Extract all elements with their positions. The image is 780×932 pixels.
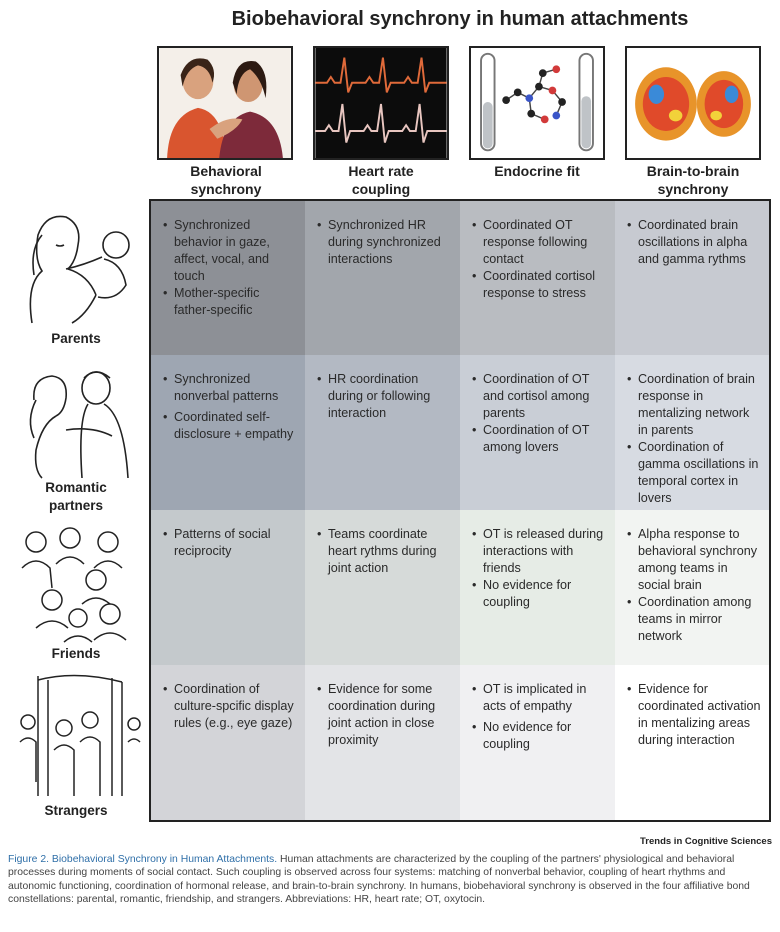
bullet-item: HR coordination during or following inte… [317, 371, 452, 422]
cell-strangers-behavioral: Coordination of culture-spcific display … [151, 665, 305, 820]
bullet-item: Mother-specific father-specific [163, 285, 297, 319]
bullet-item: Patterns of social reciprocity [163, 526, 297, 560]
bullet-item: Coordinated OT response following contac… [472, 217, 607, 268]
bullet-list: Alpha response to behavioral synchrony a… [627, 526, 761, 645]
column-header-endocrine: Endocrine fit [459, 162, 615, 180]
hormone-tubes-illustration [469, 46, 605, 160]
bullet-item: Coordination of OT and cortisol among pa… [472, 371, 607, 422]
cell-friends-behavioral: Patterns of social reciprocity [151, 510, 305, 665]
bullet-item: Coordinated brain oscillations in alpha … [627, 217, 761, 268]
bullet-list: Evidence for some coordination during jo… [317, 681, 452, 749]
row-label-friends: Friends [6, 645, 146, 663]
row-label-line: Romantic [45, 480, 107, 495]
bullet-item: OT is released during interactions with … [472, 526, 607, 577]
bullet-item: Coordinated self-disclosure + empathy [163, 409, 297, 443]
column-header-line: Heart rate [348, 163, 414, 179]
synchrony-table: Synchronized behavior in gaze, affect, v… [149, 199, 771, 822]
bullet-list: Coordinated brain oscillations in alpha … [627, 217, 761, 268]
bullet-item: Evidence for coordinated activation in m… [627, 681, 761, 749]
bullet-list: OT is released during interactions with … [472, 526, 607, 611]
bullet-list: Synchronized nonverbal patternsCoordinat… [163, 371, 297, 443]
bullet-item: Alpha response to behavioral synchrony a… [627, 526, 761, 594]
parent-baby-illustration [12, 205, 142, 325]
cell-friends-heart-rate: Teams coordinate heart rythms during joi… [305, 510, 460, 665]
column-header-line: Behavioral [190, 163, 262, 179]
column-header-line: Endocrine fit [494, 163, 580, 179]
bullet-list: HR coordination during or following inte… [317, 371, 452, 422]
row-label-line: partners [48, 498, 104, 513]
cell-parents-brain: Coordinated brain oscillations in alpha … [615, 201, 769, 355]
bullet-item: Coordination of gamma oscillations in te… [627, 439, 761, 507]
cell-romantic-brain: Coordination of brain response in mental… [615, 355, 769, 510]
couple-illustration [12, 360, 142, 480]
cell-parents-behavioral: Synchronized behavior in gaze, affect, v… [151, 201, 305, 355]
row-label-strangers: Strangers [6, 802, 146, 820]
bullet-list: Evidence for coordinated activation in m… [627, 681, 761, 749]
row-label-line: Parents [51, 331, 101, 346]
bullet-list: Synchronized behavior in gaze, affect, v… [163, 217, 297, 319]
cell-friends-brain: Alpha response to behavioral synchrony a… [615, 510, 769, 665]
bullet-list: Patterns of social reciprocity [163, 526, 297, 560]
bullet-item: Synchronized nonverbal patterns [163, 371, 297, 405]
cell-parents-endocrine: Coordinated OT response following contac… [460, 201, 615, 355]
bullet-list: Teams coordinate heart rythms during joi… [317, 526, 452, 577]
bullet-item: Coordination of OT among lovers [472, 422, 607, 456]
column-header-line: Brain-to-brain [646, 163, 740, 179]
mother-daughter-illustration [157, 46, 293, 160]
bullet-list: OT is implicated in acts of empathy No ev… [472, 681, 607, 753]
cell-romantic-behavioral: Synchronized nonverbal patternsCoordinat… [151, 355, 305, 510]
row-label-parents: Parents [6, 330, 146, 348]
bullet-list: Coordination of brain response in mental… [627, 371, 761, 507]
bullet-list: Coordinated OT response following contac… [472, 217, 607, 302]
cell-strangers-endocrine: OT is implicated in acts of empathy No ev… [460, 665, 615, 820]
column-header-brain: Brain-to-brain synchrony [615, 162, 771, 198]
row-label-line: Strangers [44, 803, 108, 818]
bullet-item: Coordination among teams in mirror netwo… [627, 594, 761, 645]
column-header-line: synchrony [190, 181, 262, 197]
bullet-item: No evidence for coupling [472, 577, 607, 611]
bullet-list: Coordination of culture-spcific display … [163, 681, 297, 732]
row-label-line: Friends [51, 646, 101, 661]
bullet-item: Synchronized HR during synchronized inte… [317, 217, 452, 268]
cell-strangers-brain: Evidence for coordinated activation in m… [615, 665, 769, 820]
row-label-romantic: Romantic partners [6, 479, 146, 515]
brain-maps-illustration [625, 46, 761, 160]
journal-source: Trends in Cognitive Sciences [640, 836, 772, 847]
figure-title: Biobehavioral synchrony in human attachm… [231, 8, 689, 30]
bullet-item: OT is implicated in acts of empathy [472, 681, 607, 715]
friends-group-illustration [12, 518, 142, 644]
bullet-item: Coordination of culture-spcific display … [163, 681, 297, 732]
caption-body: Human attachments are characterized by t… [8, 854, 750, 906]
column-header-behavioral: Behavioral synchrony [148, 162, 304, 198]
column-header-line: synchrony [657, 181, 729, 197]
cell-friends-endocrine: OT is released during interactions with … [460, 510, 615, 665]
column-header-line: coupling [351, 181, 411, 197]
caption-title: Figure 2. Biobehavioral Synchrony in Hum… [8, 854, 278, 865]
figure-caption: Figure 2. Biobehavioral Synchrony in Hum… [8, 853, 774, 907]
column-header-heart-rate: Heart rate coupling [303, 162, 459, 198]
bullet-item: Coordination of brain response in mental… [627, 371, 761, 439]
bullet-item: Synchronized behavior in gaze, affect, v… [163, 217, 297, 285]
heart-rate-trace-illustration [313, 46, 449, 160]
bullet-list: Coordination of OT and cortisol among pa… [472, 371, 607, 456]
cell-romantic-endocrine: Coordination of OT and cortisol among pa… [460, 355, 615, 510]
bullet-item: Teams coordinate heart rythms during joi… [317, 526, 452, 577]
bullet-list: Synchronized HR during synchronized inte… [317, 217, 452, 268]
strangers-crowd-illustration [12, 672, 142, 800]
cell-strangers-heart-rate: Evidence for some coordination during jo… [305, 665, 460, 820]
bullet-item: Evidence for some coordination during jo… [317, 681, 452, 749]
bullet-item: Coordinated cortisol response to stress [472, 268, 607, 302]
bullet-item: No evidence for coupling [472, 719, 607, 753]
cell-romantic-heart-rate: HR coordination during or following inte… [305, 355, 460, 510]
cell-parents-heart-rate: Synchronized HR during synchronized inte… [305, 201, 460, 355]
